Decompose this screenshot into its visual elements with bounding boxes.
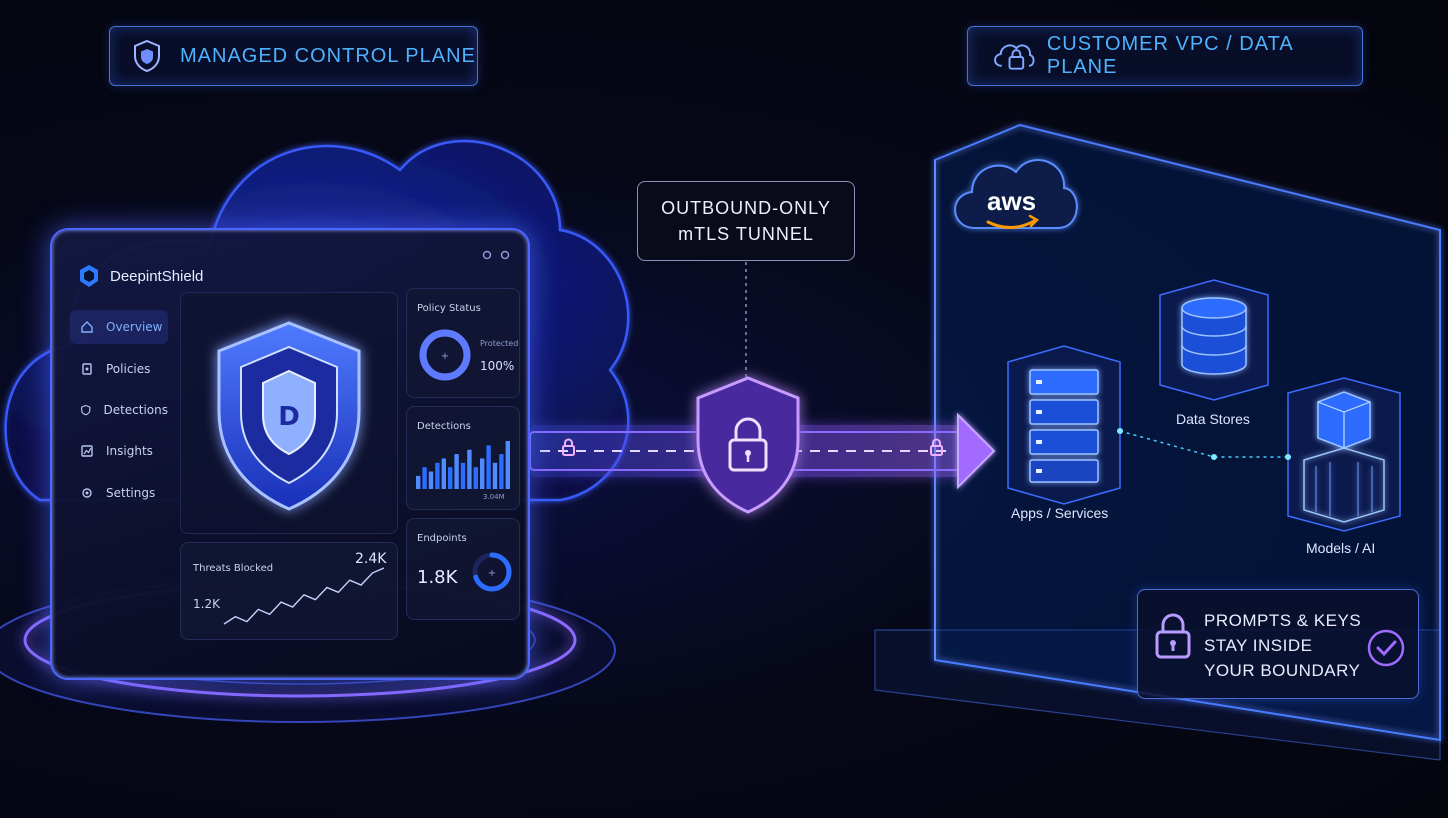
hero-shield-letter: D (278, 402, 300, 432)
sidebar-item-policies[interactable]: Policies (70, 352, 168, 386)
sidebar-item-overview[interactable]: Overview (70, 310, 168, 344)
connection-dot (1117, 428, 1123, 434)
sidebar-item-detections[interactable]: Detections (70, 393, 168, 427)
boundary-line3: YOUR BOUNDARY (1204, 661, 1361, 680)
data-stores-node (1159, 279, 1269, 401)
detections-bar (454, 454, 459, 489)
detections-card: Detections 3.04M (406, 406, 520, 510)
detections-bar (428, 471, 434, 489)
sidebar-item-label: Policies (106, 362, 151, 376)
lock-shield-icon (696, 376, 800, 514)
threats-series-line (223, 567, 385, 625)
hero-shield-card: D (180, 292, 398, 534)
window-controls (482, 250, 510, 260)
tunnel-label: OUTBOUND-ONLY mTLS TUNNEL (637, 181, 855, 261)
chart-icon (81, 445, 93, 457)
boundary-callout: PROMPTS & KEYS STAY INSIDE YOUR BOUNDARY (1137, 589, 1419, 699)
sidebar-item-label: Settings (106, 486, 156, 500)
data-plane-badge: CUSTOMER VPC / DATA PLANE (967, 26, 1363, 86)
detections-title: Detections (417, 421, 471, 432)
detections-bar-chart (416, 441, 510, 489)
brand-name: DeepintShield (110, 267, 204, 285)
policy-status-value: 100% (480, 359, 515, 373)
apps-services-node (1007, 345, 1121, 505)
detections-bar (499, 454, 504, 489)
detections-bar (467, 449, 472, 489)
data-stores-label: Data Stores (1176, 411, 1250, 427)
detections-bar (480, 458, 485, 489)
detections-bar (492, 462, 498, 489)
detections-bar (486, 445, 491, 489)
cloud-lock-icon (994, 44, 1035, 70)
detections-bar (422, 467, 427, 489)
home-icon (81, 321, 93, 333)
sidebar-item-label: Detections (103, 403, 168, 417)
apps-services-label: Apps / Services (1011, 505, 1109, 521)
models-ai-node (1287, 377, 1401, 532)
policy-status-ring: + (419, 329, 471, 381)
window-dot-icon[interactable] (500, 250, 510, 260)
window-dot-icon[interactable] (482, 250, 492, 260)
policy-status-state: Protected (480, 339, 519, 348)
shield-icon (81, 404, 91, 416)
policy-status-card: Policy Status + Protected 100% (406, 288, 520, 398)
sidebar-item-label: Insights (106, 444, 153, 458)
control-plane-badge: MANAGED CONTROL PLANE (109, 26, 478, 86)
threats-low-label: 1.2K (193, 597, 220, 611)
document-icon (82, 363, 92, 375)
svg-text:+: + (488, 568, 496, 579)
hero-shield-icon: D (217, 321, 361, 511)
endpoints-value: 1.8K (417, 567, 458, 588)
sidebar-item-settings[interactable]: Settings (70, 476, 168, 510)
aws-logo-text: aws (987, 186, 1037, 216)
detections-bar (473, 467, 478, 489)
connection-dot (1285, 454, 1291, 460)
tunnel-label-line2: mTLS TUNNEL (678, 224, 814, 244)
connection-dot (1211, 454, 1217, 460)
check-circle-icon (1367, 629, 1405, 667)
detections-bar (416, 475, 421, 489)
brand-logo-icon (80, 265, 98, 287)
threats-line-chart (223, 567, 385, 625)
tunnel-label-line1: OUTBOUND-ONLY (661, 198, 831, 218)
boundary-line1: PROMPTS & KEYS (1204, 611, 1362, 630)
models-ai-label: Models / AI (1306, 540, 1376, 556)
svg-text:+: + (441, 351, 449, 362)
threats-blocked-title: Threats Blocked (193, 563, 274, 574)
control-plane-label: MANAGED CONTROL PLANE (180, 44, 476, 67)
data-plane-label: CUSTOMER VPC / DATA PLANE (1046, 33, 1293, 78)
detections-bar (441, 458, 446, 489)
endpoints-card: Endpoints 1.8K + (406, 518, 520, 620)
shield-icon (134, 39, 160, 73)
endpoints-title: Endpoints (417, 533, 467, 544)
endpoints-ring: + (472, 552, 512, 592)
gear-icon (82, 488, 92, 498)
threats-high-label: 2.4K (355, 551, 387, 567)
detections-bar (505, 441, 510, 489)
boundary-line2: STAY INSIDE (1204, 636, 1313, 655)
sidebar-item-label: Overview (106, 320, 163, 334)
policy-status-title: Policy Status (417, 303, 481, 314)
detections-bar (460, 462, 466, 489)
lock-icon (930, 438, 943, 456)
dashboard-window: DeepintShield Overview Policies Detectio… (50, 228, 530, 680)
lock-icon (562, 438, 575, 456)
threats-blocked-card: Threats Blocked 2.4K 1.2K (180, 542, 398, 640)
detections-bar (448, 467, 453, 489)
aws-cloud-icon (954, 159, 1078, 229)
detections-bar (435, 462, 440, 489)
detections-value-label: 3.04M (483, 493, 505, 501)
brand: DeepintShield (78, 264, 203, 288)
sidebar-item-insights[interactable]: Insights (70, 434, 168, 468)
lock-icon (1155, 613, 1191, 659)
